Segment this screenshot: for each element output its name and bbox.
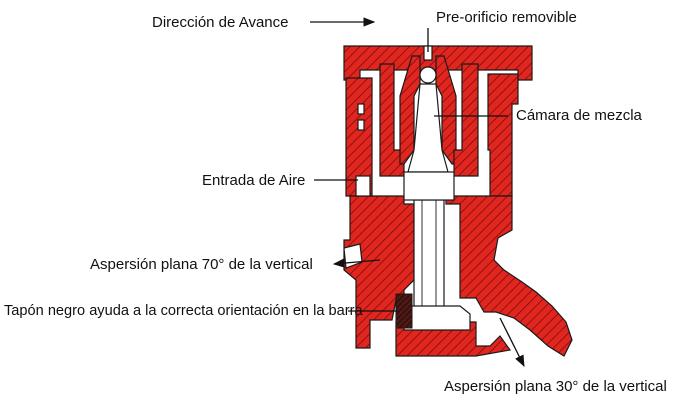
right-outer-wall	[487, 73, 519, 197]
label-mixing-chamber: Cámara de mezcla	[516, 107, 642, 124]
lower-body-right	[445, 195, 573, 357]
label-pre-orifice: Pre-orificio removible	[436, 9, 577, 26]
center-tube-right	[435, 55, 457, 165]
label-air-inlet: Entrada de Aire	[202, 172, 306, 189]
internal-passages	[343, 45, 471, 331]
right-inner-finger	[453, 63, 479, 177]
pointer-arrows	[310, 17, 525, 368]
pre-orifice-ball	[419, 66, 437, 84]
arrow-flat-30	[499, 317, 525, 368]
air-inlet-bore	[355, 175, 371, 197]
outlet-stem	[413, 199, 445, 311]
black-cap-icon	[395, 293, 413, 329]
arrow-flat-70	[332, 258, 381, 268]
label-black-cap: Tapón negro ayuda a la correcta orientac…	[4, 303, 363, 319]
label-flat-70: Aspersión plana 70° de la vertical	[90, 256, 313, 273]
cross-bore	[403, 305, 471, 331]
label-flat-30: Aspersión plana 30° de la vertical	[444, 378, 667, 395]
chamber-neck	[403, 171, 455, 201]
label-direction: Dirección de Avance	[152, 14, 289, 31]
nozzle-body	[343, 45, 573, 357]
